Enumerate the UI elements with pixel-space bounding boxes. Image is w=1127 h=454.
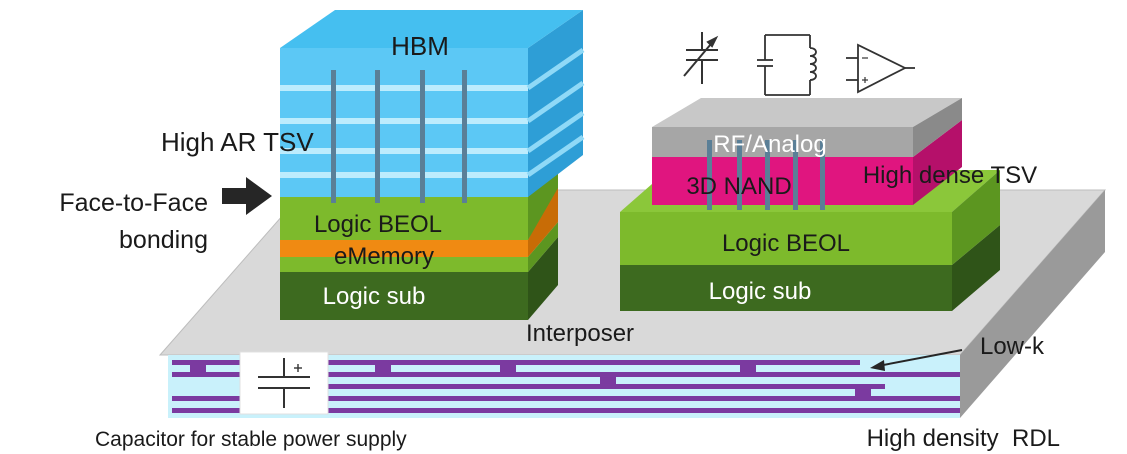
left-logic-sub-side — [528, 237, 558, 320]
left-tsv-group — [331, 70, 467, 203]
right-logic-beol-side — [952, 170, 1000, 265]
low-k-label: Low-k — [980, 333, 1045, 360]
high-density-rdl-label: High density RDL — [867, 425, 1060, 452]
left-logic-beol-front — [280, 197, 528, 240]
tsv — [331, 70, 336, 203]
hbm-label: HBM — [391, 31, 449, 61]
tsv — [765, 140, 770, 210]
ememory-label: eMemory — [334, 243, 434, 270]
low-k-arrow — [870, 349, 963, 371]
left-logic-sub-label: Logic sub — [323, 283, 426, 310]
interposer-side-face — [960, 190, 1105, 418]
tsv — [375, 70, 380, 203]
hbm-top — [280, 10, 583, 48]
high-dense-tsv-label: High dense TSV — [863, 162, 1037, 189]
right-logic-sub-side — [952, 225, 1000, 311]
hbm-side-gaps — [526, 47, 585, 178]
capacitor-icon — [258, 358, 310, 408]
tsv — [793, 140, 798, 210]
left-logic-beol-lower-side — [528, 222, 558, 272]
circuit-symbols — [673, 28, 915, 98]
nand-side — [913, 120, 962, 205]
right-logic-sub-label: Logic sub — [709, 278, 812, 305]
tsv — [707, 140, 712, 210]
rdl-wires — [172, 360, 960, 413]
tsv — [820, 140, 825, 210]
nand-front — [652, 157, 913, 205]
capacitor-label: Capacitor for stable power supply — [95, 428, 407, 451]
face-to-face-label: Face-to-Face — [59, 189, 208, 217]
right-logic-sub-front — [620, 265, 952, 311]
rf-analog-front — [652, 127, 913, 157]
capacitor-symbol — [239, 351, 329, 415]
ememory-front — [280, 240, 528, 257]
left-logic-beol-label: Logic BEOL — [314, 211, 442, 238]
left-logic-sub-front — [280, 272, 528, 320]
left-stack — [280, 10, 585, 320]
right-stack — [620, 28, 1000, 311]
tsv — [737, 140, 742, 210]
right-logic-beol-front — [620, 212, 952, 265]
bonding-label: bonding — [119, 226, 208, 254]
high-ar-tsv-label: High AR TSV — [161, 127, 314, 157]
right-tsv-group — [707, 140, 825, 210]
variable-capacitor-icon — [683, 32, 719, 84]
right-logic-beol-label: Logic BEOL — [722, 230, 850, 257]
face-to-face-arrow — [222, 177, 272, 215]
tsv — [462, 70, 467, 203]
hbm-layer-gaps — [280, 85, 528, 178]
rf-analog-label: RF/Analog — [713, 131, 826, 158]
op-amp-icon — [846, 43, 915, 94]
interposer-label: Interposer — [526, 320, 634, 347]
tsv — [420, 70, 425, 203]
left-logic-beol-lower-front — [280, 257, 528, 272]
hbm-stack — [280, 10, 585, 197]
rf-analog-top — [652, 98, 962, 127]
nand-3d-label: 3D NAND — [686, 173, 791, 200]
rf-analog-side — [913, 98, 962, 157]
lc-tank-circuit-icon — [757, 34, 817, 96]
